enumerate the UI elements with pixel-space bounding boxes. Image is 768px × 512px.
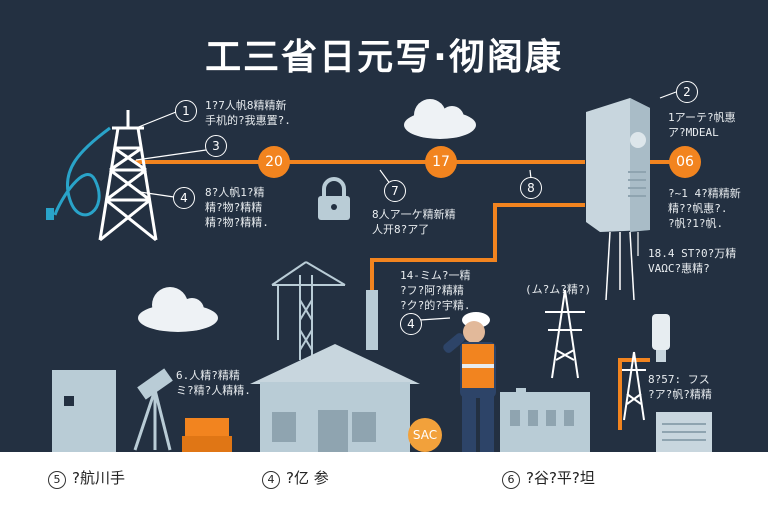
callout-number: 7 bbox=[384, 180, 406, 202]
callout-number: 8 bbox=[520, 177, 542, 199]
lock-icon bbox=[318, 177, 350, 220]
note-text: 6.人精?精精 ミ?精?人精精. bbox=[176, 369, 251, 397]
note-text: 8?57: フス ?ア?帆?精精 bbox=[648, 373, 712, 401]
orange-node: 17 bbox=[425, 146, 457, 178]
control-cabinet-icon bbox=[656, 412, 712, 452]
step-number: 6 bbox=[502, 471, 520, 489]
oil-derrick-icon bbox=[98, 110, 158, 242]
note-text: 1?7人帆8精精新 手机的?我惠置?. bbox=[205, 99, 291, 127]
note-text: 18.4 ST?0?万精 VAΩC?惠精? bbox=[648, 247, 737, 275]
note-text: 1アーテ?帆惠 ア?MDEAL bbox=[668, 111, 736, 139]
orange-node: 06 bbox=[669, 146, 701, 178]
building-icon bbox=[52, 370, 116, 454]
server-cabinet-icon bbox=[586, 98, 650, 301]
sensor-icon bbox=[652, 314, 670, 362]
step-text: ?航川手 bbox=[72, 469, 125, 487]
bottom-strip bbox=[0, 452, 768, 512]
orange-connector bbox=[618, 358, 650, 430]
step-text: ?谷?平?坦 bbox=[526, 469, 595, 487]
power-tower-icon bbox=[545, 289, 585, 379]
power-tower-icon bbox=[622, 351, 646, 421]
sac-badge: SAC bbox=[408, 418, 442, 452]
cloud-icon bbox=[138, 287, 218, 332]
house-icon bbox=[250, 290, 420, 454]
step-number: 4 bbox=[262, 471, 280, 489]
note-text: 14-ミム?一精 ?フ?阿?精精 ?ク?的?宇精. bbox=[400, 269, 471, 312]
step-label: 5 ?航川手 bbox=[48, 467, 125, 489]
note-text: ?~1 4?精精新 精??帆惠?. ?帆?1?帆. bbox=[668, 187, 741, 230]
note-text: (ム?ム?精?) bbox=[525, 283, 592, 296]
telescope-icon bbox=[133, 368, 173, 451]
note-text: 8?人帆1?精 精?物?精精 精?物?精精. bbox=[205, 186, 269, 229]
step-number: 5 bbox=[48, 471, 66, 489]
page-title: 工三省日元写·彻阁康 bbox=[205, 37, 563, 78]
step-label: 4 ?亿 参 bbox=[262, 467, 329, 489]
orange-connector bbox=[370, 203, 585, 290]
plug-icon bbox=[46, 208, 54, 220]
factory-icon bbox=[500, 388, 590, 454]
step-label: 6 ?谷?平?坦 bbox=[502, 467, 595, 489]
cable-icon bbox=[53, 126, 111, 217]
construction-crane-icon bbox=[271, 261, 346, 360]
callout-number: 4 bbox=[400, 313, 422, 335]
orange-node: 20 bbox=[258, 146, 290, 178]
cloud-icon bbox=[404, 99, 476, 139]
note-text: 8人ア一ケ精新精 人开8?ア了 bbox=[372, 208, 456, 236]
callout-number: 2 bbox=[676, 81, 698, 103]
step-text: ?亿 参 bbox=[286, 469, 329, 487]
callout-number: 3 bbox=[205, 135, 227, 157]
callout-number: 1 bbox=[175, 100, 197, 122]
callout-number: 4 bbox=[173, 187, 195, 209]
crate-icon bbox=[182, 418, 232, 454]
